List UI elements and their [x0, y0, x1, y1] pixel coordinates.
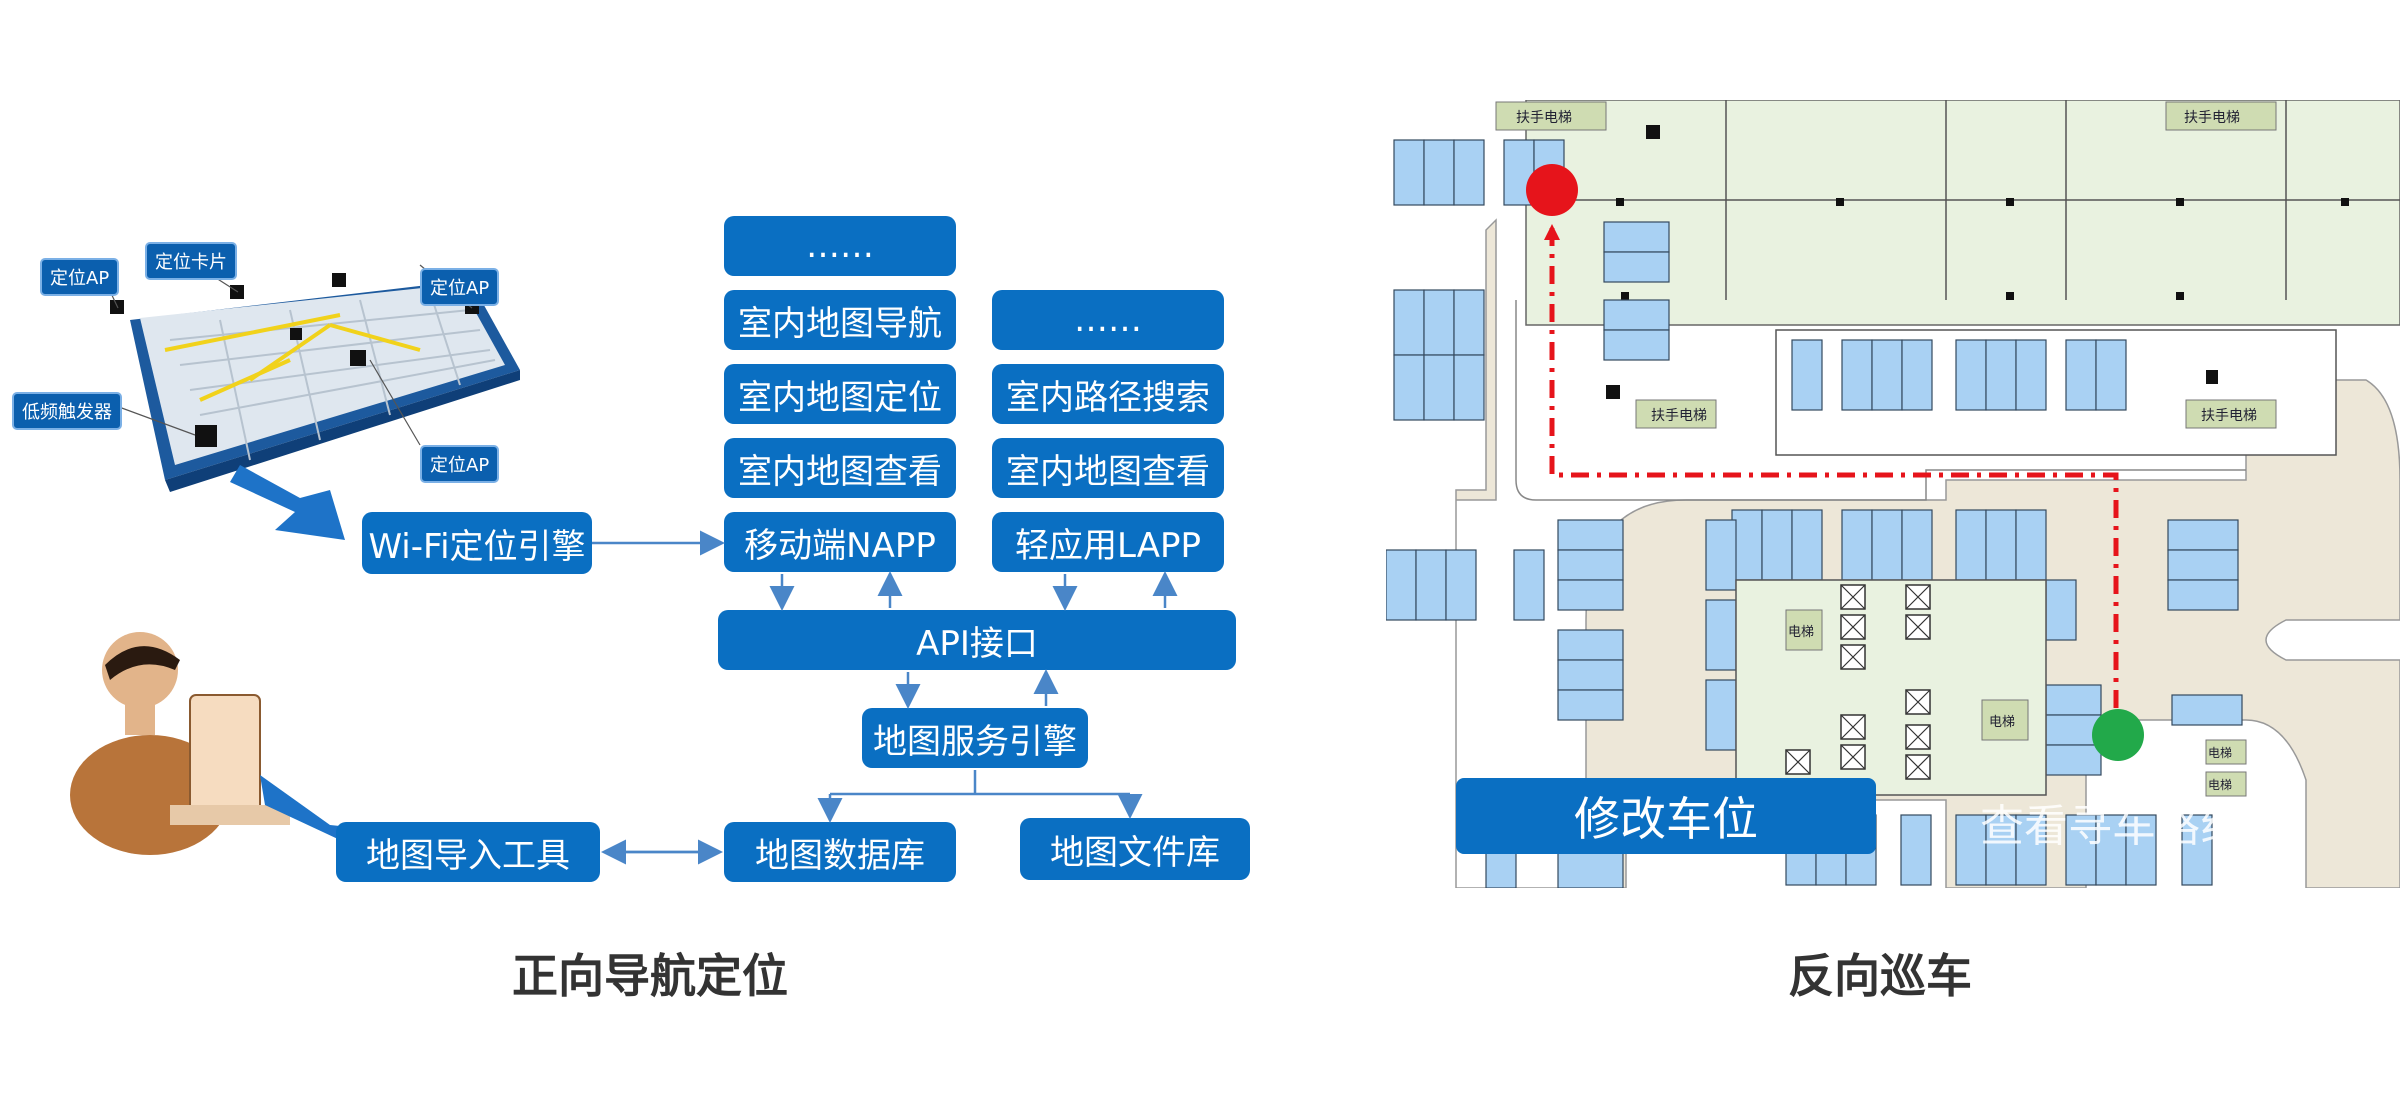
escalator-label-2: 扶手电梯	[2184, 110, 2240, 126]
map-database-box: 地图数据库	[724, 822, 956, 882]
elevator-label-3: 电梯	[2208, 746, 2232, 760]
elevator-label-2: 电梯	[1989, 715, 2015, 730]
indoor-path-search-box: 室内路径搜索	[992, 364, 1224, 424]
modify-parking-space-button[interactable]: 修改车位	[1456, 778, 1876, 854]
escalator-label-1: 扶手电梯	[1516, 110, 1572, 126]
view-car-route-text[interactable]: 查看寻车路线	[1980, 801, 2244, 852]
building-illustration	[99, 254, 520, 540]
elevator-label-4: 电梯	[2208, 778, 2232, 792]
escalator-label-3: 扶手电梯	[1651, 408, 1707, 424]
indoor-map-positioning-box: 室内地图定位	[724, 364, 956, 424]
map-import-tool-box: 地图导入工具	[336, 822, 600, 882]
tag-positioning-card: 定位卡片	[145, 242, 237, 280]
api-interface-box: API接口	[718, 610, 1236, 670]
operator-illustration	[70, 632, 370, 855]
tag-ap-top-right: 定位AP	[420, 268, 500, 306]
indoor-map-view-box-lapp: 室内地图查看	[992, 438, 1224, 498]
mobile-napp-box: 移动端NAPP	[724, 512, 956, 572]
map-file-library-box: 地图文件库	[1020, 818, 1250, 880]
map-service-engine-box: 地图服务引擎	[862, 708, 1088, 768]
right-caption: 反向巡车	[1788, 949, 1972, 1003]
napp-ellipsis-box: ……	[724, 216, 956, 276]
connector-arrows	[592, 530, 1178, 865]
elevator-label-1: 电梯	[1788, 625, 1814, 640]
tag-ap-top-left: 定位AP	[40, 258, 120, 296]
escalator-label-4: 扶手电梯	[2201, 408, 2257, 424]
parking-floor-map[interactable]: 扶手电梯 扶手电梯 扶手电梯 扶手电梯	[1386, 100, 2400, 888]
light-app-lapp-box: 轻应用LAPP	[992, 512, 1224, 572]
tag-ap-bottom: 定位AP	[420, 445, 500, 483]
indoor-map-view-box-napp: 室内地图查看	[724, 438, 956, 498]
car-location-marker	[2092, 709, 2144, 761]
car-finding-route	[1549, 228, 2119, 740]
lapp-ellipsis-box: ……	[992, 290, 1224, 350]
indoor-map-navigation-box: 室内地图导航	[724, 290, 956, 350]
wifi-positioning-engine-box: Wi-Fi定位引擎	[362, 512, 592, 574]
tag-trigger: 低频触发器	[12, 392, 122, 430]
left-caption: 正向导航定位	[512, 949, 788, 1003]
start-point-marker	[1526, 164, 1578, 216]
